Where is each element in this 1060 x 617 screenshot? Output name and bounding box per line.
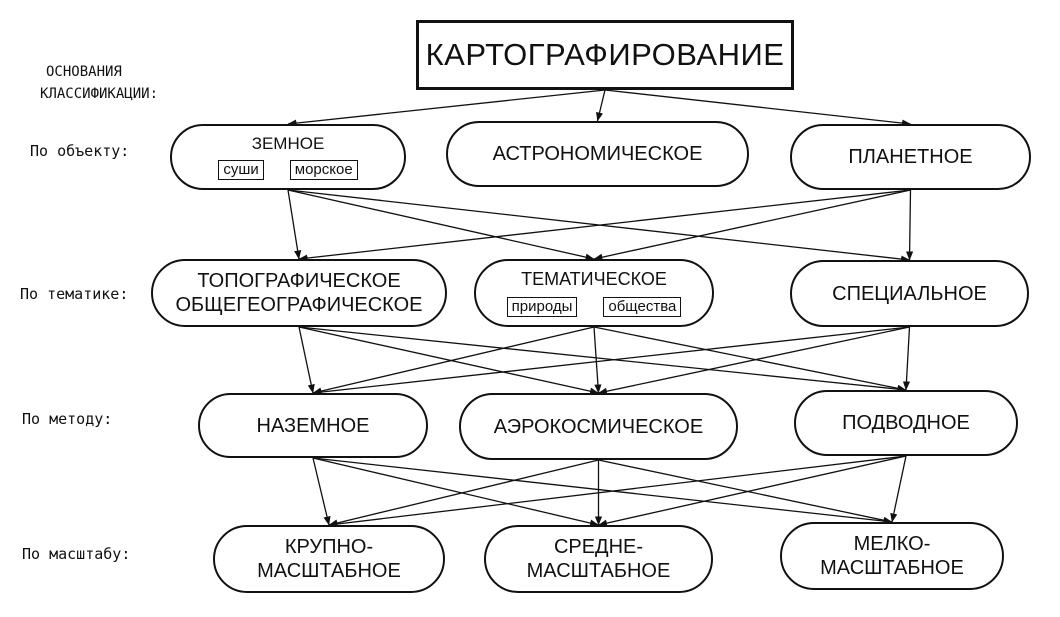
node-ground: НАЗЕМНОЕ [198,393,428,458]
node-planetary-label: ПЛАНЕТНОЕ [848,146,973,168]
sub-marine: морское [289,159,358,181]
node-aerospace-label: АЭРОКОСМИЧЕСКОЕ [493,415,704,438]
node-topographic-line2: ОБЩЕГЕОГРАФИЧЕСКОЕ [175,294,423,316]
arrow-ground-to-large [312,457,331,526]
arrow-topographic-to-underwater [298,326,907,393]
arrow-thematic-to-ground [312,326,595,395]
node-earth: ЗЕМНОЕ суши морское [170,124,406,190]
arrow-special-to-ground [312,326,910,396]
node-astronomical: АСТРОНОМИЧЕСКОЕ [446,121,749,187]
arrow-planetary-to-topographic [298,189,911,262]
node-large-scale-line1: КРУПНО- [284,536,374,558]
arrow-thematic-to-aerospace [593,326,602,394]
arrow-root-to-planetary [604,89,911,127]
node-special-label: СПЕЦИАЛЬНОЕ [832,282,987,305]
node-medium-scale: СРЕДНЕ- МАСШТАБНОЕ [484,525,713,593]
node-ground-label: НАЗЕМНОЕ [256,414,370,437]
node-medium-scale-line1: СРЕДНЕ- [553,536,644,558]
node-small-scale-line2: МАСШТАБНОЕ [820,557,964,579]
sub-nature: природы [506,296,578,318]
arrow-topographic-to-aerospace [298,326,599,395]
criterion-by-object: По объекту: [30,142,130,160]
node-large-scale: КРУПНО- МАСШТАБНОЕ [213,525,445,593]
node-earth-label: ЗЕМНОЕ [251,133,325,153]
node-planetary: ПЛАНЕТНОЕ [790,124,1031,190]
basis-line-2: КЛАССИФИКАЦИИ: [40,85,159,102]
sub-land: суши [218,159,264,181]
arrow-earth-to-thematic [287,189,595,261]
node-aerospace: АЭРОКОСМИЧЕСКОЕ [459,393,738,460]
arrow-underwater-to-small [890,455,907,523]
root-label: КАРТОГРАФИРОВАНИЕ [425,37,785,73]
basis-line-1: ОСНОВАНИЯ [46,64,122,80]
classification-basis-heading: ОСНОВАНИЯ КЛАССИФИКАЦИИ: [40,62,158,105]
arrow-special-to-aerospace [598,326,910,395]
node-underwater: ПОДВОДНОЕ [794,390,1018,456]
criterion-by-scale: По масштабу: [22,545,131,563]
arrow-planetary-to-thematic [593,189,911,261]
node-topographic-line1: ТОПОГРАФИЧЕСКОЕ [197,270,401,292]
node-large-scale-line2: МАСШТАБНОЕ [257,560,401,582]
arrow-thematic-to-underwater [593,326,907,392]
node-small-scale: МЕЛКО- МАСШТАБНОЕ [780,522,1004,590]
arrow-topographic-to-ground [298,326,315,394]
arrow-earth-to-topographic [287,189,302,260]
node-special: СПЕЦИАЛЬНОЕ [790,260,1029,327]
arrow-planetary-to-special [906,189,914,261]
node-underwater-label: ПОДВОДНОЕ [842,412,970,434]
arrow-underwater-to-large [328,455,907,528]
arrow-underwater-to-medium [598,455,907,527]
node-small-scale-line1: МЕЛКО- [853,533,931,555]
arrow-special-to-underwater [902,326,911,391]
node-thematic: ТЕМАТИЧЕСКОЕ природы общества [474,259,714,327]
sub-society: общества [603,296,682,318]
node-thematic-label: ТЕМАТИЧЕСКОЕ [521,268,667,289]
arrow-aerospace-to-small [598,459,893,524]
root-cartography-box: КАРТОГРАФИРОВАНИЕ [416,20,794,90]
node-astronomical-label: АСТРОНОМИЧЕСКОЕ [492,143,703,165]
criterion-by-method: По методу: [22,410,113,428]
arrow-root-to-earth [287,89,606,127]
arrow-root-to-astronomical [596,89,606,122]
criterion-by-theme: По тематике: [20,285,129,303]
node-medium-scale-line2: МАСШТАБНОЕ [526,560,671,582]
arrow-ground-to-small [312,457,893,525]
node-topographic: ТОПОГРАФИЧЕСКОЕ ОБЩЕГЕОГРАФИЧЕСКОЕ [151,259,447,327]
arrow-aerospace-to-large [328,459,599,527]
arrow-ground-to-medium [312,457,599,527]
